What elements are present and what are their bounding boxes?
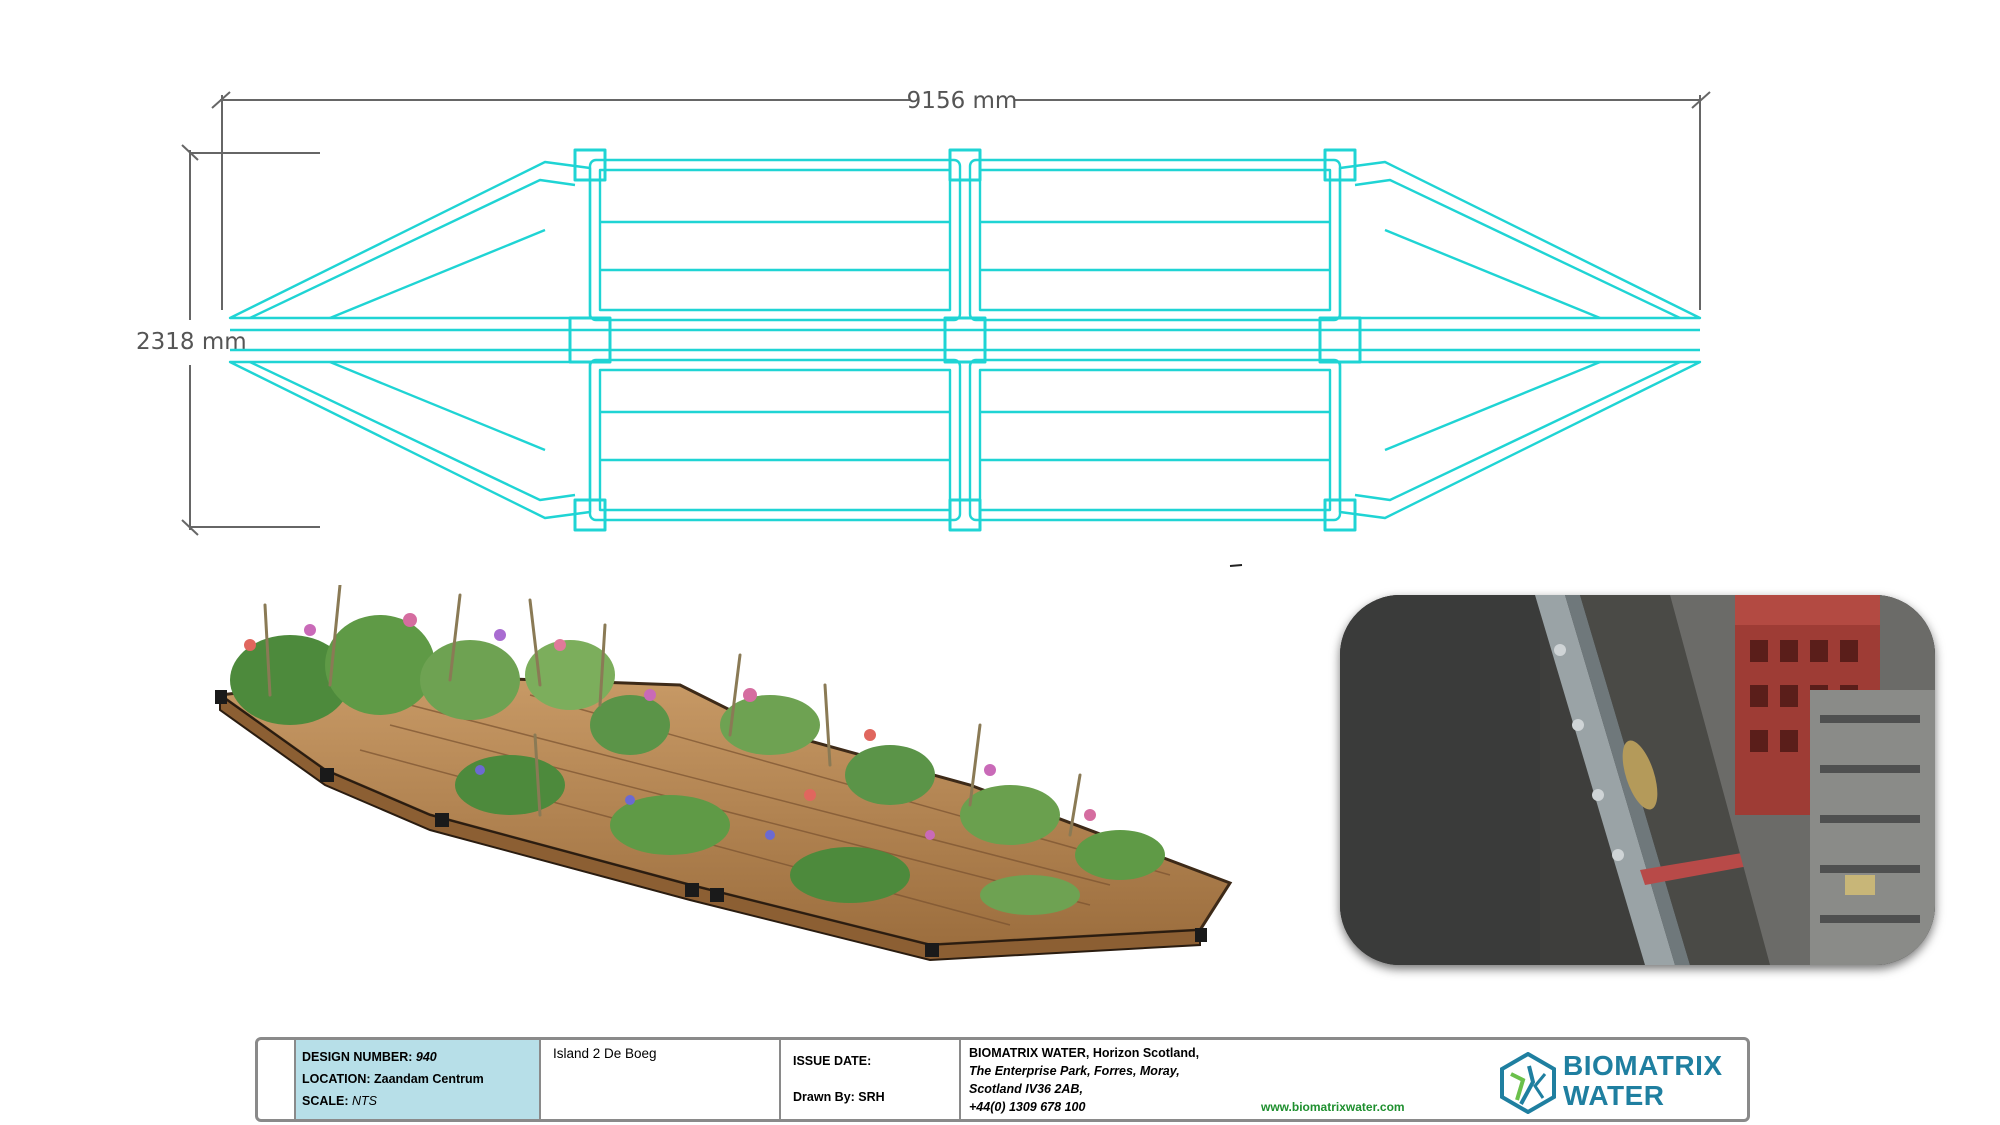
- width-dimension: [181, 144, 320, 536]
- logo-text-biomatrix: BIOMATRIX: [1563, 1050, 1723, 1081]
- width-dimension-label: 2318 mm: [136, 329, 247, 355]
- design-number-value: 940: [415, 1050, 437, 1064]
- design-number-label: DESIGN NUMBER:: [302, 1050, 413, 1064]
- logo-cell: BIOMATRIX WATER: [1491, 1040, 1749, 1119]
- company-line-2: The Enterprise Park, Forres, Moray,: [969, 1064, 1180, 1078]
- company-line-1: BIOMATRIX WATER, Horizon Scotland,: [969, 1046, 1200, 1060]
- scale-label: SCALE:: [302, 1094, 349, 1108]
- stray-mark: [1229, 564, 1243, 567]
- aerial-photo-illustration: [1340, 595, 1935, 965]
- island-plan-drawing: 9156 mm 2318 mm: [136, 88, 1711, 567]
- length-dimension-label: 9156 mm: [907, 88, 1018, 114]
- company-line-3: Scotland IV36 2AB,: [969, 1082, 1083, 1096]
- issue-date-label: ISSUE DATE:: [793, 1054, 872, 1068]
- scale-value: NTS: [352, 1094, 378, 1108]
- project-name: Island 2 De Boeg: [553, 1046, 657, 1061]
- company-phone: +44(0) 1309 678 100: [969, 1100, 1086, 1114]
- drawn-by: Drawn By: SRH: [793, 1090, 885, 1104]
- project-name-cell: Island 2 De Boeg: [541, 1040, 781, 1119]
- aerial-photo: [1340, 595, 1935, 965]
- company-info-cell: BIOMATRIX WATER, Horizon Scotland, The E…: [961, 1040, 1491, 1119]
- biomatrix-logo-icon: [1500, 1052, 1556, 1114]
- website-link[interactable]: www.biomatrixwater.com: [1261, 1100, 1405, 1114]
- design-info-cell: DESIGN NUMBER: 940 LOCATION: Zaandam Cen…: [296, 1040, 541, 1119]
- length-dimension: [211, 91, 1711, 310]
- title-block: DESIGN NUMBER: 940 LOCATION: Zaandam Cen…: [255, 1037, 1750, 1122]
- location-label: LOCATION:: [302, 1072, 371, 1086]
- planted-island-render: [215, 585, 1233, 962]
- title-block-margin: [258, 1040, 296, 1119]
- island-frame: [228, 148, 1702, 532]
- issue-info-cell: ISSUE DATE: Drawn By: SRH: [781, 1040, 961, 1119]
- location-value: Zaandam Centrum: [374, 1072, 484, 1086]
- logo-text-water: WATER: [1563, 1080, 1665, 1111]
